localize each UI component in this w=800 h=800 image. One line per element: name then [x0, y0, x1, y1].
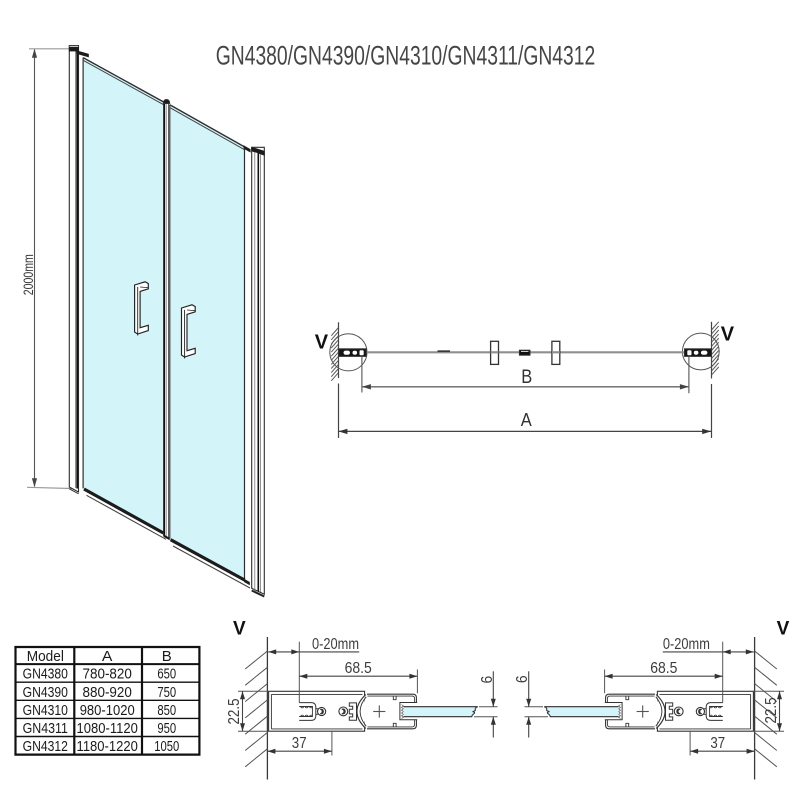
svg-text:B: B [162, 649, 172, 665]
svg-text:6: 6 [479, 676, 496, 684]
svg-text:1050: 1050 [154, 739, 179, 755]
svg-text:650: 650 [157, 667, 176, 683]
svg-text:A: A [521, 410, 532, 430]
svg-text:0-20mm: 0-20mm [312, 636, 359, 653]
svg-text:750: 750 [157, 685, 176, 701]
svg-text:GN4380/GN4390/GN4310/GN4311/GN: GN4380/GN4390/GN4310/GN4311/GN4312 [216, 40, 596, 70]
svg-text:Model: Model [27, 649, 64, 665]
svg-text:0-20mm: 0-20mm [663, 636, 710, 653]
svg-text:22.5: 22.5 [763, 698, 780, 724]
svg-text:GN4311: GN4311 [23, 721, 68, 737]
svg-text:1180-1220: 1180-1220 [77, 739, 138, 755]
svg-text:V: V [315, 332, 329, 354]
svg-text:850: 850 [157, 703, 176, 719]
svg-text:37: 37 [710, 735, 725, 752]
svg-text:A: A [102, 649, 113, 665]
svg-text:B: B [521, 367, 532, 388]
svg-text:GN4390: GN4390 [23, 685, 68, 701]
svg-text:GN4310: GN4310 [23, 703, 68, 719]
svg-text:22.5: 22.5 [226, 699, 243, 725]
svg-text:37: 37 [292, 735, 307, 752]
svg-text:68.5: 68.5 [650, 660, 677, 677]
svg-text:980-1020: 980-1020 [80, 703, 135, 719]
svg-text:780-820: 780-820 [83, 667, 132, 683]
svg-text:V: V [721, 324, 735, 346]
svg-text:880-920: 880-920 [83, 685, 132, 701]
svg-text:V: V [233, 619, 246, 640]
svg-text:2000mm: 2000mm [20, 254, 36, 295]
svg-text:GN4312: GN4312 [23, 739, 68, 755]
svg-text:6: 6 [514, 675, 531, 683]
svg-text:950: 950 [157, 721, 176, 737]
svg-text:68.5: 68.5 [345, 660, 372, 677]
svg-text:V: V [777, 619, 790, 640]
svg-text:GN4380: GN4380 [23, 667, 68, 683]
svg-text:1080-1120: 1080-1120 [77, 721, 138, 737]
